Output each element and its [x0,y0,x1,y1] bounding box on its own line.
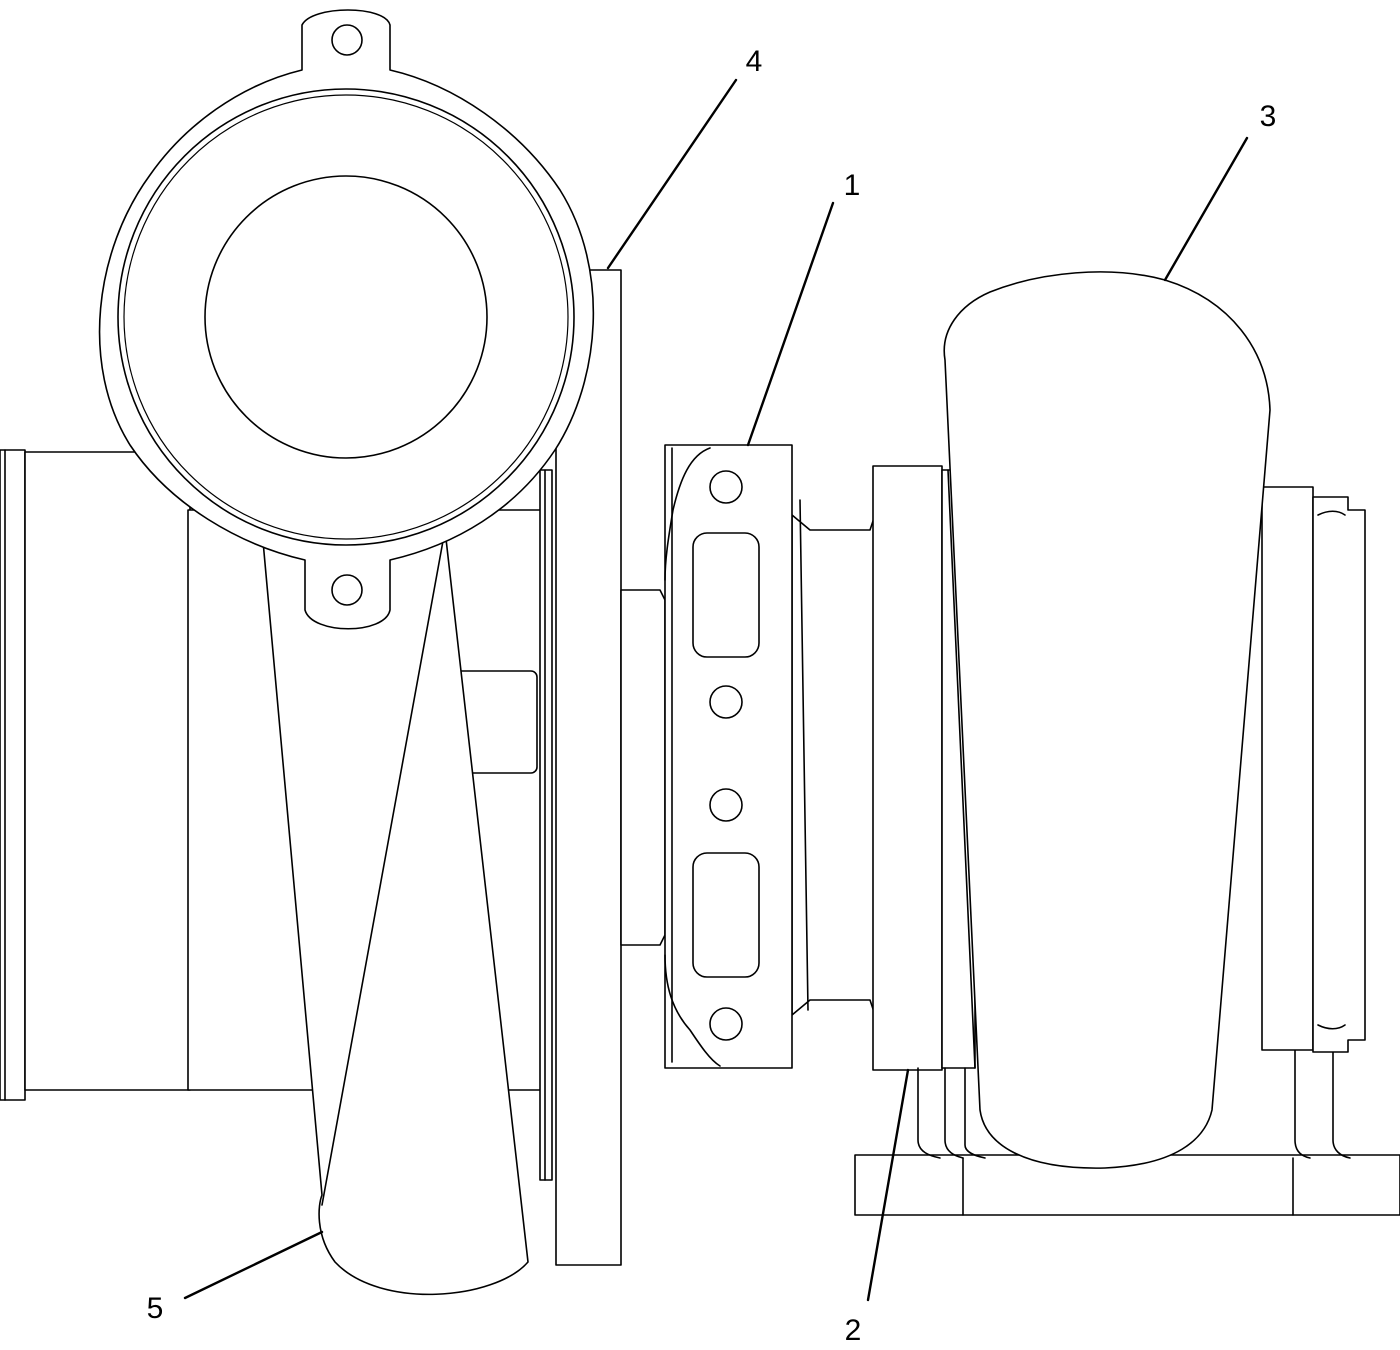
bearing-housing [620,465,976,1071]
leader-line-2 [866,1068,910,1302]
callout-3: 3 [1260,100,1277,133]
leader-line-3 [1163,136,1249,282]
callout-4: 4 [746,45,763,78]
compressor-outlet [261,529,529,1296]
callout-1: 1 [844,169,861,202]
gasket [664,444,793,1069]
callout-5: 5 [147,1292,164,1325]
leader-line-5 [183,1230,324,1300]
callout-labels: 1 2 3 4 5 [147,45,1277,1347]
leader-line-4 [606,78,738,270]
leader-lines [183,78,1249,1302]
callout-2: 2 [845,1314,862,1347]
outlet-flange [98,9,595,630]
leader-line-1 [746,201,835,447]
turbine-housing [854,271,1400,1216]
